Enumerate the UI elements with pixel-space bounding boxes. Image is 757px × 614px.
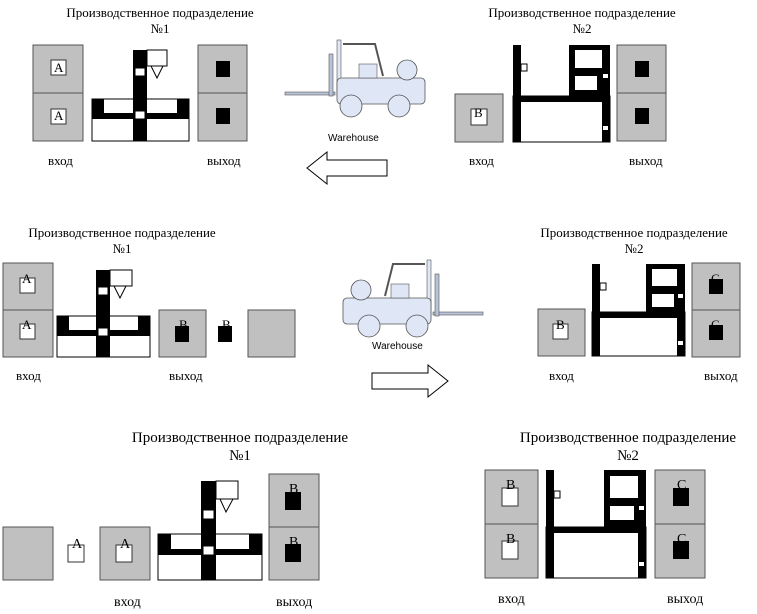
row3-unit1-title: Производственное подразделение №1: [100, 429, 380, 465]
row2-letter-b2: B: [222, 317, 231, 332]
row1-forklift: [284, 39, 426, 118]
row1-unit2-machine-body: [512, 95, 611, 143]
row3-unit2-part-b-top: [501, 487, 519, 507]
row2-unit1-number: №1: [112, 241, 132, 256]
row1-unit2-output-label: выход: [629, 153, 663, 168]
row3-unit2-input-label: вход: [498, 592, 525, 607]
row1-unit1-output-label: выход: [207, 153, 241, 168]
row2-unit2-title: Производственное подразделение №2: [514, 225, 754, 257]
row1-part-b-bottom: [216, 108, 230, 124]
row1-part-a-bottom: [50, 108, 67, 125]
row3-unit2-number: №2: [617, 448, 639, 464]
row1-part-c-top: [635, 61, 649, 77]
row3-letter-b4: B: [506, 532, 516, 547]
row3-unit1-input-label: вход: [114, 595, 141, 610]
row3-letter-a2: A: [120, 537, 131, 552]
row2-part-c-bottom: [709, 325, 723, 340]
row2-part-c-top: [709, 279, 723, 294]
row2-part-a-bottom: [19, 323, 36, 340]
row2-unit1-title-text: Производственное подразделение: [28, 225, 216, 240]
row2-unit1: [2, 262, 296, 358]
row3-unit1: [2, 473, 320, 581]
row3-unit1-output-label: выход: [276, 595, 313, 610]
row3-part-a-transit: [67, 544, 85, 563]
row1-letter-b2: B: [219, 105, 228, 120]
row1-unit2-number: №2: [572, 21, 592, 36]
row3-letter-b3: B: [506, 478, 516, 493]
row2-empty-box: [247, 309, 296, 358]
row1-unit2-input-label: вход: [469, 153, 494, 168]
row2-part-b-out: [175, 326, 189, 342]
row1-unit2-title: Производственное подразделение №2: [462, 5, 702, 37]
row1-letter-c2: C: [638, 105, 647, 120]
row3-part-c-bottom: [673, 541, 689, 559]
row2-unit1-input-label: вход: [16, 368, 41, 383]
row1-unit1-title: Производственное подразделение №1: [40, 5, 280, 37]
row2-letter-b1: B: [179, 317, 188, 332]
row3-unit1-title-text: Производственное подразделение: [131, 430, 349, 446]
row2-unit2-input-label: вход: [549, 368, 574, 383]
row1-letter-b3: B: [474, 105, 483, 120]
row1-arrow-left: [306, 150, 388, 186]
row2-unit1-title: Производственное подразделение №1: [2, 225, 242, 257]
row3-unit2-part-b-bottom: [501, 540, 519, 560]
row2-unit2-number: №2: [624, 241, 644, 256]
row1-letter-a1: A: [54, 60, 64, 75]
row2-part-a-top: [19, 277, 36, 294]
row3-unit2-title: Производственное подразделение №2: [488, 429, 757, 465]
row1-part-b-top: [216, 61, 230, 77]
row2-unit2-title-text: Производственное подразделение: [540, 225, 728, 240]
row3-unit2: [484, 469, 706, 579]
row2-letter-b3: B: [556, 317, 565, 332]
row1-warehouse-label: Warehouse: [328, 133, 379, 144]
row3-letter-b1: B: [289, 482, 299, 497]
row3-letter-c1: C: [677, 478, 687, 493]
row3-unit1-number: №1: [229, 448, 251, 464]
row1-unit2-title-text: Производственное подразделение: [488, 5, 676, 20]
row2-unit1-output-label: выход: [169, 368, 203, 383]
row3-letter-a1: A: [72, 537, 83, 552]
row1-unit1: [32, 44, 248, 142]
row2-letter-c2: C: [711, 317, 720, 332]
row1-unit2-part-b: [470, 108, 488, 126]
row3-part-b-top: [285, 492, 301, 510]
row3-part-b-bottom: [285, 544, 301, 562]
row1-letter-c1: C: [638, 58, 647, 73]
row3-letter-c2: C: [677, 532, 687, 547]
row1-unit1-input-label: вход: [48, 153, 73, 168]
row2-unit2-output-label: выход: [704, 368, 738, 383]
row2-letter-a2: A: [22, 317, 32, 332]
row1-part-c-bottom: [635, 108, 649, 124]
row2-letter-c1: C: [711, 271, 720, 286]
row3-unit2-output-label: выход: [667, 592, 704, 607]
row3-part-c-top: [673, 488, 689, 506]
row2-unit2-part-b: [552, 323, 569, 340]
row2-warehouse-label: Warehouse: [372, 341, 423, 352]
row3-part-a-in: [115, 544, 133, 563]
row1-letter-a2: A: [54, 108, 64, 123]
row2-letter-a1: A: [22, 271, 32, 286]
row1-unit1-title-text: Производственное подразделение: [66, 5, 254, 20]
row1-unit1-number: №1: [150, 21, 170, 36]
row2-part-b-transit: [218, 326, 232, 342]
row1-part-a-top: [50, 59, 67, 76]
row2-arrow-right: [371, 363, 449, 399]
row3-letter-b2: B: [289, 535, 299, 550]
row1-machine-column: [133, 50, 147, 141]
row2-forklift: [342, 259, 484, 338]
row1-unit2: [454, 44, 667, 143]
row3-unit2-title-text: Производственное подразделение: [519, 430, 737, 446]
row1-letter-b1: B: [219, 58, 228, 73]
row2-unit2: [537, 262, 741, 358]
row3-empty-box: [2, 526, 54, 581]
